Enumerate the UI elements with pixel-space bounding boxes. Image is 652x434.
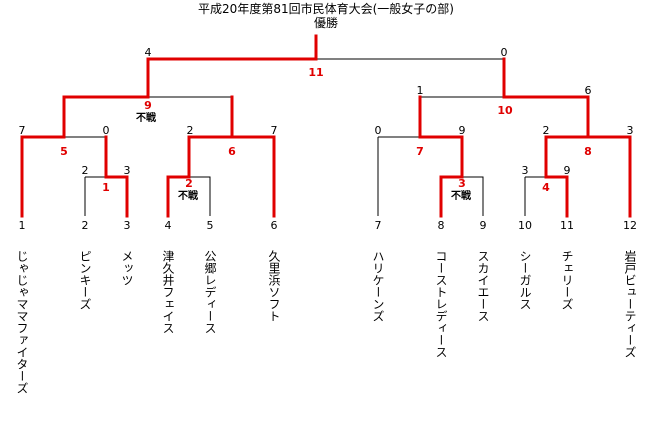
score-m10-right: 6: [584, 84, 592, 97]
winner-path-team11: [502, 57, 590, 218]
match-number-6: 6: [228, 145, 236, 158]
match-note-9: 不戦: [136, 113, 156, 124]
winner-label: 優勝: [313, 16, 338, 30]
bracket-line-m7-left: [377, 136, 420, 216]
team-seed-2: 2: [81, 219, 89, 232]
team-name-1: じゃじゃママファイターズ: [15, 250, 29, 394]
score-m6-right: 7: [270, 124, 278, 137]
winner-path-team4: [166, 135, 276, 218]
team-seed-12: 12: [623, 219, 637, 232]
winner-path-team8: [418, 95, 464, 218]
team-seed-10: 10: [518, 219, 532, 232]
match-number-4: 4: [542, 181, 550, 194]
score-m7-left: 0: [374, 124, 382, 137]
match-number-8: 8: [584, 145, 592, 158]
team-seed-9: 9: [479, 219, 487, 232]
score-m8-right: 3: [626, 124, 634, 137]
score-m8-left: 2: [542, 124, 550, 137]
score-m5-right: 0: [102, 124, 110, 137]
winner-path-team3: [104, 135, 129, 218]
team-name-9: スカイエース: [476, 250, 490, 322]
team-name-6: 久里浜ソフト: [267, 250, 281, 322]
score-m7-right: 9: [458, 124, 466, 137]
team-seed-1: 1: [18, 219, 26, 232]
team-name-7: ハリケーンズ: [371, 250, 385, 322]
team-name-4: 津久井フェイス: [161, 250, 175, 334]
score-m6-left: 2: [186, 124, 194, 137]
score-m1-right: 3: [123, 164, 131, 177]
team-seed-5: 5: [206, 219, 214, 232]
team-seed-4: 4: [164, 219, 172, 232]
bracket-line-m4: [524, 176, 546, 216]
score-final-left: 4: [144, 46, 152, 59]
score-m1-left: 2: [81, 164, 89, 177]
team-name-3: メッツ: [120, 250, 134, 286]
bracket-line-m1: [84, 176, 106, 216]
team-seed-3: 3: [123, 219, 131, 232]
winner-path-team12: [586, 135, 632, 218]
match-number-5: 5: [60, 145, 68, 158]
score-m5-left: 7: [18, 124, 26, 137]
match-number-7: 7: [416, 145, 424, 158]
bracket-line-m3: [462, 176, 484, 216]
team-seed-7: 7: [374, 219, 382, 232]
match-number-9: 9: [144, 99, 152, 112]
bracket-line-m2: [189, 176, 211, 216]
team-name-8: コーストレディース: [434, 250, 448, 358]
team-name-10: シーガルス: [518, 250, 532, 310]
team-name-11: チェリーズ: [560, 250, 574, 310]
match-number-11: 11: [308, 66, 324, 79]
team-seed-11: 11: [560, 219, 574, 232]
match-number-10: 10: [497, 104, 513, 117]
score-m4-left: 3: [521, 164, 529, 177]
team-name-12: 岩戸ビューティーズ: [623, 250, 637, 358]
score-m4-right: 9: [563, 164, 571, 177]
score-m10-left: 1: [416, 84, 424, 97]
team-seed-6: 6: [270, 219, 278, 232]
match-number-1: 1: [102, 181, 110, 194]
winner-path-champion: [20, 34, 318, 218]
match-note-3: 不戦: [451, 191, 471, 202]
score-final-right: 0: [500, 46, 508, 59]
match-number-3: 3: [458, 177, 466, 190]
team-seed-8: 8: [437, 219, 445, 232]
team-name-2: ピンキーズ: [78, 250, 92, 310]
match-number-2: 2: [185, 177, 193, 190]
team-name-5: 公郷レディース: [203, 250, 217, 334]
match-note-2: 不戦: [178, 191, 198, 202]
page-title: 平成20年度第81回市民体育大会(一般女子の部): [198, 2, 454, 16]
